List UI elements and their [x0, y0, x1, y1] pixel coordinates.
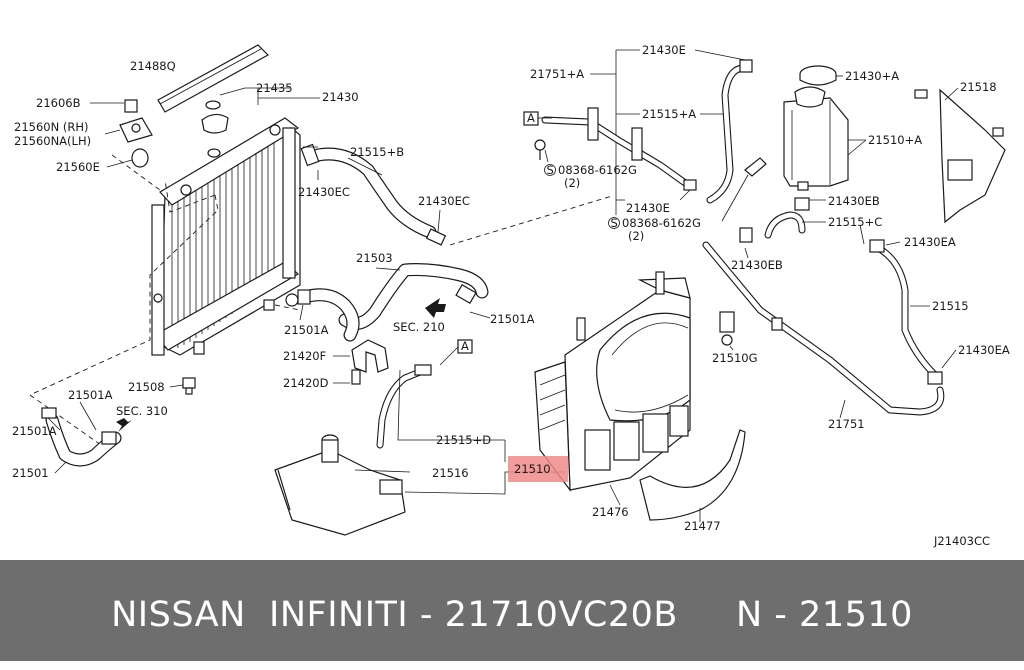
reservoir-cap: [799, 65, 837, 86]
label-21420D: 21420D: [283, 376, 329, 390]
reservoir-hose-a: [706, 59, 753, 204]
lower-hose-21503: [338, 263, 489, 331]
label-sec210: SEC. 210: [393, 320, 445, 334]
label-21510A: 21510+A: [868, 133, 922, 147]
label-21420F: 21420F: [283, 349, 326, 363]
label-21751A: 21751+A: [530, 67, 584, 81]
label-08368-b: 08368-6162G: [622, 216, 701, 230]
screw-symbol-b-icon: [608, 217, 620, 229]
reservoir-bracket: [914, 88, 1006, 224]
label-21516: 21516: [432, 466, 469, 480]
reservoir-tank: [783, 86, 849, 191]
radiator: [151, 117, 301, 356]
label-21430EC-a: 21430EC: [298, 185, 350, 199]
label-21515: 21515: [932, 299, 969, 313]
label-08368-a: 08368-6162G: [558, 163, 637, 177]
label-21501A-d: 21501A: [12, 424, 57, 438]
small-hose-c: [739, 197, 810, 243]
label-21515C: 21515+C: [828, 215, 882, 229]
label-sec310: SEC. 310: [116, 404, 168, 418]
label-ref-a2: A: [461, 339, 469, 353]
arrow-sec310-icon: [116, 418, 132, 432]
label-21488Q: 21488Q: [130, 59, 176, 73]
arrow-sec210-icon: [425, 298, 446, 318]
label-21501A-a: 21501A: [284, 323, 329, 337]
long-pipe-21751: [702, 241, 945, 416]
fan-shroud: [534, 271, 691, 492]
mount-bracket-left: [119, 99, 153, 168]
labels: 21488Q 21435 21430 21606B 21560N (RH) 21…: [12, 43, 1010, 548]
screw-symbol-s2-icon: S: [611, 216, 618, 230]
label-21501A-b: 21501A: [490, 312, 535, 326]
label-21501A-c: 21501A: [68, 388, 113, 402]
ref-box-a-upper: [523, 111, 539, 126]
label-21508: 21508: [128, 380, 165, 394]
label-21503: 21503: [356, 251, 393, 265]
upper-hose: [300, 143, 447, 246]
label-21430: 21430: [322, 90, 359, 104]
doc-code: J21403CC: [933, 534, 990, 548]
screw-lower: [744, 157, 767, 177]
label-08368-a-qty: (2): [564, 176, 580, 190]
label-21560NA: 21560NA(LH): [14, 134, 91, 148]
label-21430A: 21430+A: [845, 69, 899, 83]
label-21560E: 21560E: [56, 160, 100, 174]
ref-box-a-lower: [457, 339, 473, 354]
label-21515D: 21515+D: [436, 433, 491, 447]
label-21477: 21477: [684, 519, 721, 533]
highlight-21510: [508, 456, 568, 482]
label-21430EC-b: 21430EC: [418, 194, 470, 208]
label-21430EA-b: 21430EA: [958, 343, 1010, 357]
label-21510: 21510: [514, 462, 551, 476]
label-21515B: 21515+B: [350, 145, 404, 159]
hose-21515: [869, 239, 943, 385]
bolt-upper: [534, 139, 546, 160]
grommet: [719, 311, 735, 346]
label-21435: 21435: [256, 81, 293, 95]
reserve-hose: [376, 364, 432, 449]
cooling-system-diagram: 21488Q 21435 21430 21606B 21560N (RH) 21…: [12, 43, 1010, 548]
lower-shroud: [639, 429, 746, 521]
footer-bar: NISSAN INFINITI - 21710VC20B N - 21510: [0, 560, 1024, 661]
hose-bracket: [351, 339, 389, 385]
label-08368-b-qty: (2): [628, 229, 644, 243]
footer-part-numbers: NISSAN INFINITI - 21710VC20B N - 21510: [111, 595, 913, 635]
label-21430E-a: 21430E: [642, 43, 686, 57]
label-ref-a1: A: [527, 111, 535, 125]
label-21476: 21476: [592, 505, 629, 519]
label-21515A: 21515+A: [642, 107, 696, 121]
lower-hose-21501: [297, 283, 477, 342]
bypass-pipe: [541, 107, 697, 191]
lower-left-hose: [41, 407, 122, 467]
label-21430EB-b: 21430EB: [731, 258, 783, 272]
seal-strip: [157, 44, 269, 113]
label-21510G: 21510G: [712, 351, 758, 365]
label-21606B: 21606B: [36, 96, 81, 110]
screw-symbol-icon: [544, 164, 556, 176]
radiator-cap: [201, 100, 229, 158]
reserve-tank-lower: [274, 434, 406, 536]
drain-plug: [182, 377, 196, 395]
label-21560N: 21560N (RH): [14, 120, 88, 134]
label-21501: 21501: [12, 466, 49, 480]
label-21430EA-a: 21430EA: [904, 235, 956, 249]
label-21751: 21751: [828, 417, 865, 431]
label-21430E-b: 21430E: [626, 201, 670, 215]
label-21518: 21518: [960, 80, 997, 94]
label-21430EB-a: 21430EB: [828, 194, 880, 208]
screw-symbol-s-icon: S: [547, 163, 554, 177]
